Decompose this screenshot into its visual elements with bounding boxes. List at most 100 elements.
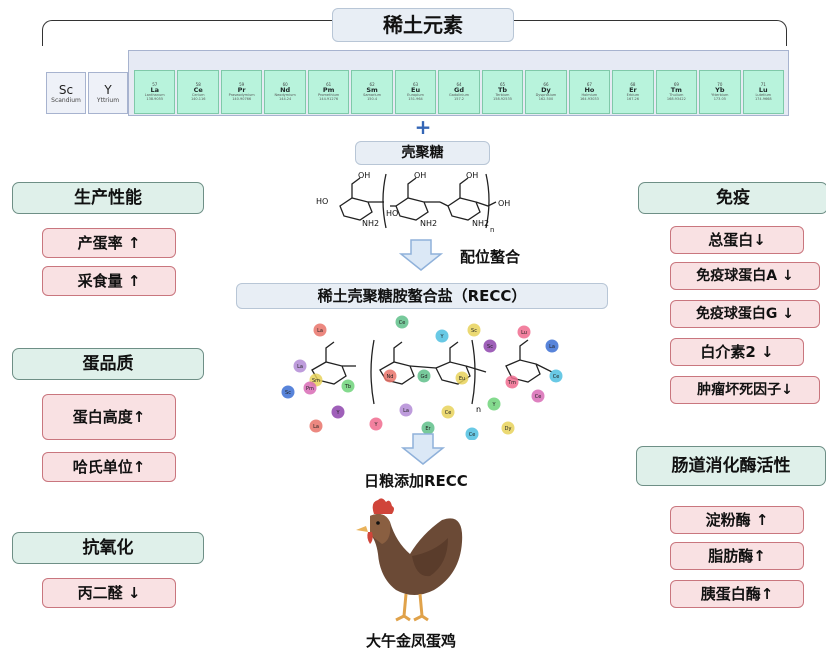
element-name: Neodymium	[274, 92, 296, 97]
element-num: 61	[326, 81, 332, 87]
item-albumen-height: 蛋白高度↑	[42, 394, 176, 440]
element-num: 62	[369, 81, 375, 87]
element-wt: 173.05	[713, 96, 726, 101]
element-name: Terbium	[495, 92, 510, 97]
category-immunity: 免疫	[638, 182, 826, 214]
item-haugh-unit: 哈氏单位↑	[42, 452, 176, 482]
element-name: Promethium	[317, 92, 340, 97]
item-tnf: 肿瘤坏死因子↓	[670, 376, 820, 404]
metal-ion	[281, 385, 295, 399]
element-wt: 150.4	[367, 96, 378, 101]
metal-ion-label: Pm	[306, 386, 314, 392]
metal-ion	[417, 369, 431, 383]
atom-label: OH	[498, 199, 510, 208]
element-wt: 174.9668	[754, 96, 772, 101]
down-arrow-icon	[399, 239, 443, 271]
element-name: Ytterbium	[711, 92, 729, 97]
metal-ion-label: La	[317, 328, 323, 334]
metal-ion	[441, 405, 455, 419]
element-sym: Eu	[411, 86, 421, 95]
item-amylase: 淀粉酶 ↑	[670, 506, 804, 534]
metal-ion-label: Sc	[285, 390, 291, 396]
element-name: Dysprosium	[535, 92, 557, 97]
element-sym: Pm	[322, 86, 335, 95]
chitosan-label: 壳聚糖	[355, 141, 490, 165]
metal-ion-label: Ce	[445, 410, 452, 416]
metal-ion	[505, 375, 519, 389]
item-iga: 免疫球蛋白A ↓	[670, 262, 820, 290]
down-arrow-icon	[401, 433, 445, 465]
element-num: 67	[586, 81, 592, 87]
atom-label: HO	[316, 197, 328, 206]
element-sym: Lu	[758, 86, 768, 95]
element-num: 58	[195, 81, 201, 87]
element-sym: Er	[629, 86, 637, 95]
element-name: Praseodymium	[228, 92, 255, 97]
element-wt: 158.92535	[493, 96, 512, 101]
metal-ion	[435, 329, 449, 343]
metal-ion-label: Lu	[521, 330, 527, 336]
element-num: 63	[413, 81, 419, 87]
element-name: Cerium	[191, 92, 205, 97]
metal-ion-label: Ce	[553, 374, 560, 380]
element-name: Scandium	[51, 96, 81, 104]
metal-ion	[399, 403, 413, 417]
recc-label: 稀土壳聚糖胺螯合盐（RECC）	[236, 283, 608, 309]
element-sym: Pr	[237, 86, 246, 95]
item-igg: 免疫球蛋白G ↓	[670, 300, 820, 328]
metal-ion-label: Ce	[535, 394, 542, 400]
element-sym: Nd	[280, 86, 291, 95]
element-wt: 164.93033	[579, 96, 599, 101]
metal-ion	[545, 339, 559, 353]
metal-ion-label: Nd	[387, 374, 394, 380]
atom-label: NH2	[362, 219, 379, 228]
metal-ion-label: Y	[491, 402, 496, 408]
element-name: Thulium	[669, 92, 684, 97]
hen-icon	[356, 498, 463, 622]
repeat-subscript: n	[476, 405, 481, 414]
metal-ion	[383, 369, 397, 383]
element-sym: La	[150, 86, 159, 95]
metal-ion-label: La	[403, 408, 409, 414]
element-name: Gadolinium	[449, 92, 469, 97]
element-num: 59	[239, 81, 245, 87]
atom-label: NH2	[420, 219, 437, 228]
metal-ion-label: Ce	[469, 432, 476, 438]
metal-ion	[467, 323, 481, 337]
element-name: Samarium	[363, 92, 382, 97]
element-num: 66	[543, 81, 549, 87]
element-num: 68	[630, 81, 636, 87]
element-wt: 140.116	[190, 96, 206, 101]
atom-label: HO	[386, 209, 398, 218]
item-malondialdehyde: 丙二醛 ↓	[42, 578, 176, 608]
metal-ion-label: Er	[425, 426, 431, 432]
metal-ion	[487, 397, 501, 411]
element-sym: Gd	[454, 86, 465, 95]
metal-ion	[465, 427, 479, 440]
element-sym: Tb	[497, 86, 508, 95]
chelation-label: 配位螯合	[460, 248, 521, 266]
element-name: Europium	[407, 92, 424, 97]
metal-ion	[455, 371, 469, 385]
metal-ion	[483, 339, 497, 353]
element-name: Lutetium	[755, 92, 772, 97]
element-scandium: Sc Scandium	[46, 72, 86, 114]
metal-ion-label: Tb	[344, 384, 351, 390]
item-total-protein: 总蛋白↓	[670, 226, 804, 254]
atom-label: OH	[358, 171, 370, 180]
metal-ion-label: Eu	[459, 376, 465, 382]
metal-ion-label: Y	[335, 410, 340, 416]
element-num: 70	[717, 81, 723, 87]
metal-ion-label: Ce	[399, 320, 406, 326]
metal-ion-label: Y	[373, 422, 378, 428]
